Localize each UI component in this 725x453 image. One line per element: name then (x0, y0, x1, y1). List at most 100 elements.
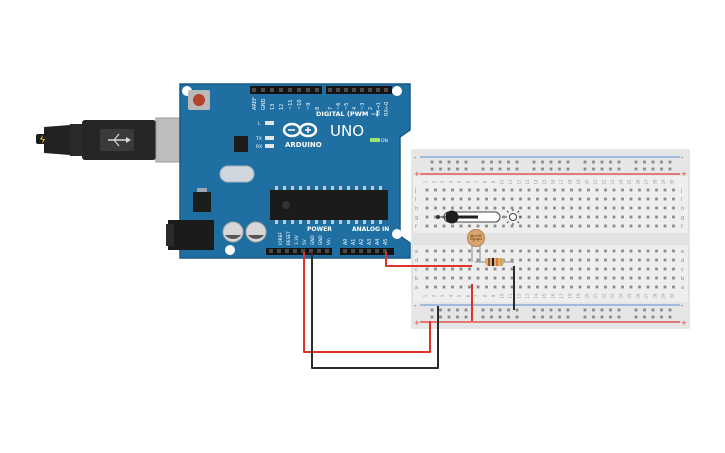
breadboard-hole[interactable] (629, 267, 633, 271)
breadboard-hole[interactable] (519, 267, 522, 271)
breadboard-hole[interactable] (621, 276, 624, 280)
breadboard-hole[interactable] (447, 167, 451, 171)
breadboard-hole[interactable] (434, 258, 437, 262)
breadboard-hole[interactable] (629, 224, 633, 228)
breadboard-hole[interactable] (447, 160, 451, 164)
breadboard-hole[interactable] (527, 197, 531, 201)
breadboard-hole[interactable] (468, 206, 471, 210)
breadboard-hole[interactable] (456, 308, 459, 312)
breadboard-hole[interactable] (561, 285, 565, 289)
breadboard-hole[interactable] (434, 215, 437, 219)
breadboard-hole[interactable] (558, 160, 561, 164)
breadboard-hole[interactable] (481, 315, 485, 319)
breadboard-hole[interactable] (456, 160, 459, 164)
breadboard-hole[interactable] (502, 249, 505, 253)
breadboard-hole[interactable] (595, 206, 599, 210)
breadboard-hole[interactable] (609, 315, 612, 319)
breadboard-hole[interactable] (587, 258, 590, 262)
breadboard-hole[interactable] (493, 249, 497, 253)
breadboard-hole[interactable] (549, 160, 553, 164)
breadboard-hole[interactable] (425, 285, 429, 289)
breadboard-hole[interactable] (498, 160, 502, 164)
breadboard-hole[interactable] (668, 315, 672, 319)
breadboard-hole[interactable] (578, 249, 582, 253)
breadboard-hole[interactable] (672, 188, 675, 192)
bottom-power-rail[interactable] (412, 302, 689, 328)
breadboard-hole[interactable] (430, 315, 434, 319)
digital-header[interactable] (250, 86, 392, 94)
breadboard-hole[interactable] (604, 258, 607, 262)
breadboard-hole[interactable] (459, 285, 463, 289)
breadboard-hole[interactable] (442, 285, 446, 289)
breadboard-hole[interactable] (442, 197, 446, 201)
breadboard-hole[interactable] (655, 267, 658, 271)
breadboard-hole[interactable] (481, 167, 485, 171)
breadboard-hole[interactable] (434, 224, 437, 228)
breadboard-hole[interactable] (663, 285, 667, 289)
breadboard-hole[interactable] (621, 258, 624, 262)
breadboard-hole[interactable] (425, 276, 429, 280)
breadboard-hole[interactable] (663, 197, 667, 201)
breadboard-hole[interactable] (464, 160, 468, 164)
breadboard-hole[interactable] (481, 160, 485, 164)
breadboard-hole[interactable] (510, 188, 514, 192)
breadboard-hole[interactable] (485, 206, 488, 210)
breadboard-hole[interactable] (570, 258, 573, 262)
breadboard-hole[interactable] (459, 224, 463, 228)
breadboard-hole[interactable] (515, 308, 519, 312)
breadboard-hole[interactable] (502, 285, 505, 289)
breadboard-hole[interactable] (621, 224, 624, 228)
breadboard-hole[interactable] (493, 285, 497, 289)
breadboard-hole[interactable] (612, 249, 616, 253)
breadboard-hole[interactable] (617, 308, 621, 312)
breadboard-hole[interactable] (634, 167, 638, 171)
breadboard-hole[interactable] (578, 224, 582, 228)
breadboard-hole[interactable] (519, 224, 522, 228)
breadboard-hole[interactable] (430, 167, 434, 171)
breadboard-hole[interactable] (595, 276, 599, 280)
breadboard-hole[interactable] (541, 308, 544, 312)
breadboard-hole[interactable] (498, 308, 502, 312)
breadboard-hole[interactable] (442, 267, 446, 271)
breadboard-hole[interactable] (553, 267, 556, 271)
breadboard-hole[interactable] (476, 197, 480, 201)
breadboard-hole[interactable] (561, 188, 565, 192)
breadboard-hole[interactable] (527, 276, 531, 280)
breadboard-hole[interactable] (476, 188, 480, 192)
breadboard-hole[interactable] (425, 258, 429, 262)
breadboard-hole[interactable] (502, 224, 505, 228)
breadboard-hole[interactable] (493, 188, 497, 192)
breadboard-hole[interactable] (612, 197, 616, 201)
breadboard-hole[interactable] (578, 285, 582, 289)
breadboard-hole[interactable] (434, 285, 437, 289)
breadboard-hole[interactable] (468, 249, 471, 253)
breadboard-hole[interactable] (646, 276, 650, 280)
breadboard-hole[interactable] (434, 197, 437, 201)
breadboard-hole[interactable] (655, 258, 658, 262)
breadboard-hole[interactable] (672, 285, 675, 289)
breadboard-hole[interactable] (451, 188, 454, 192)
breadboard-hole[interactable] (493, 224, 497, 228)
breadboard-hole[interactable] (638, 276, 641, 280)
breadboard-hole[interactable] (451, 224, 454, 228)
breadboard-hole[interactable] (612, 258, 616, 262)
breadboard-hole[interactable] (663, 206, 667, 210)
breadboard-hole[interactable] (655, 206, 658, 210)
breadboard-hole[interactable] (519, 249, 522, 253)
breadboard-hole[interactable] (668, 167, 672, 171)
breadboard-hole[interactable] (476, 267, 480, 271)
breadboard-hole[interactable] (532, 308, 536, 312)
breadboard-hole[interactable] (604, 224, 607, 228)
breadboard-hole[interactable] (634, 160, 638, 164)
breadboard-hole[interactable] (544, 249, 548, 253)
breadboard-hole[interactable] (604, 249, 607, 253)
breadboard-hole[interactable] (498, 315, 502, 319)
breadboard-hole[interactable] (536, 267, 539, 271)
breadboard-hole[interactable] (541, 167, 544, 171)
breadboard-hole[interactable] (527, 215, 531, 219)
breadboard-hole[interactable] (519, 276, 522, 280)
breadboard-hole[interactable] (570, 276, 573, 280)
breadboard-hole[interactable] (578, 258, 582, 262)
breadboard-hole[interactable] (668, 308, 672, 312)
